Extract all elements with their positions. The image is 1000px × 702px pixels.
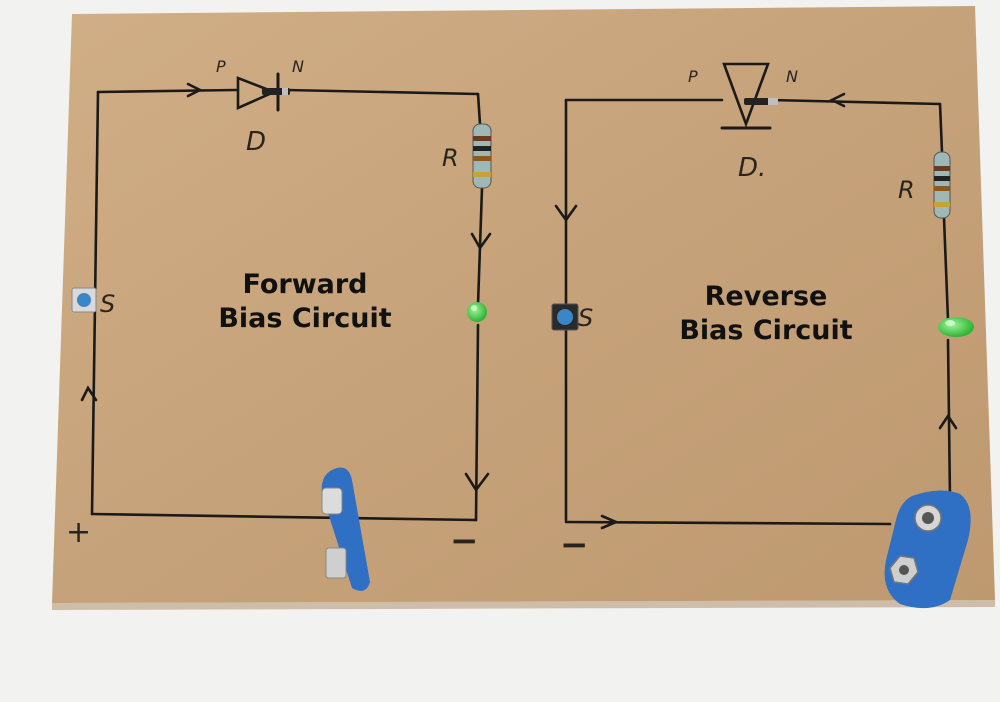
- forward-bias-title: Forward Bias Circuit: [200, 268, 410, 336]
- forward-minus-sign: −: [450, 521, 479, 561]
- forward-bias-title-line1: Forward: [242, 269, 368, 300]
- forward-battery-clip-icon: [321, 467, 370, 591]
- reverse-bias-title-line1: Reverse: [704, 281, 828, 312]
- reverse-diode-icon: [720, 62, 778, 130]
- reverse-bias-title: Reverse Bias Circuit: [664, 280, 868, 348]
- reverse-led-icon: [938, 317, 974, 337]
- reverse-diode-label: D.: [738, 153, 766, 183]
- reverse-wire-right: [938, 102, 952, 502]
- reverse-resistor-icon: [933, 151, 951, 219]
- reverse-arrow-left-icon: [554, 204, 578, 223]
- reverse-minus-sign: −: [560, 525, 589, 565]
- forward-switch-icon: [71, 287, 97, 313]
- reverse-switch-icon: [551, 303, 579, 331]
- forward-arrow-right-lower-icon: [464, 472, 490, 493]
- forward-arrow-left-icon: [80, 385, 98, 402]
- reverse-arrow-bottom-icon: [600, 514, 620, 530]
- forward-resistor-label: R: [442, 144, 459, 172]
- forward-diode-cathode-mark: N: [292, 57, 304, 76]
- reverse-diode-cathode-mark: N: [786, 67, 798, 86]
- forward-bias-circuit: [80, 72, 492, 522]
- reverse-battery-clip-icon: [884, 490, 971, 609]
- cardboard-board: [52, 6, 995, 603]
- forward-led-icon: [467, 302, 487, 322]
- forward-diode-anode-mark: P: [216, 57, 226, 76]
- reverse-diode-anode-mark: P: [688, 67, 698, 86]
- reverse-resistor-label: R: [898, 176, 915, 204]
- reverse-arrow-right-icon: [938, 413, 958, 430]
- forward-resistor-icon: [472, 123, 492, 189]
- reverse-arrow-top-icon: [829, 92, 846, 108]
- forward-plus-sign: +: [66, 515, 91, 550]
- reverse-switch-label: S: [578, 304, 593, 332]
- reverse-bias-circuit: [554, 62, 958, 530]
- forward-diode-label: D: [246, 127, 266, 157]
- reverse-wire-bottom: [564, 520, 892, 526]
- reverse-bias-title-line2: Bias Circuit: [679, 315, 853, 346]
- forward-arrow-right-upper-icon: [470, 232, 492, 251]
- forward-arrow-top-icon: [186, 82, 203, 98]
- forward-bias-title-line2: Bias Circuit: [218, 303, 392, 334]
- forward-diode-icon: [236, 72, 290, 112]
- forward-switch-label: S: [100, 290, 115, 318]
- forward-wire-top: [96, 88, 480, 96]
- reverse-wire-top: [564, 98, 942, 106]
- forward-wire-bottom: [90, 512, 478, 522]
